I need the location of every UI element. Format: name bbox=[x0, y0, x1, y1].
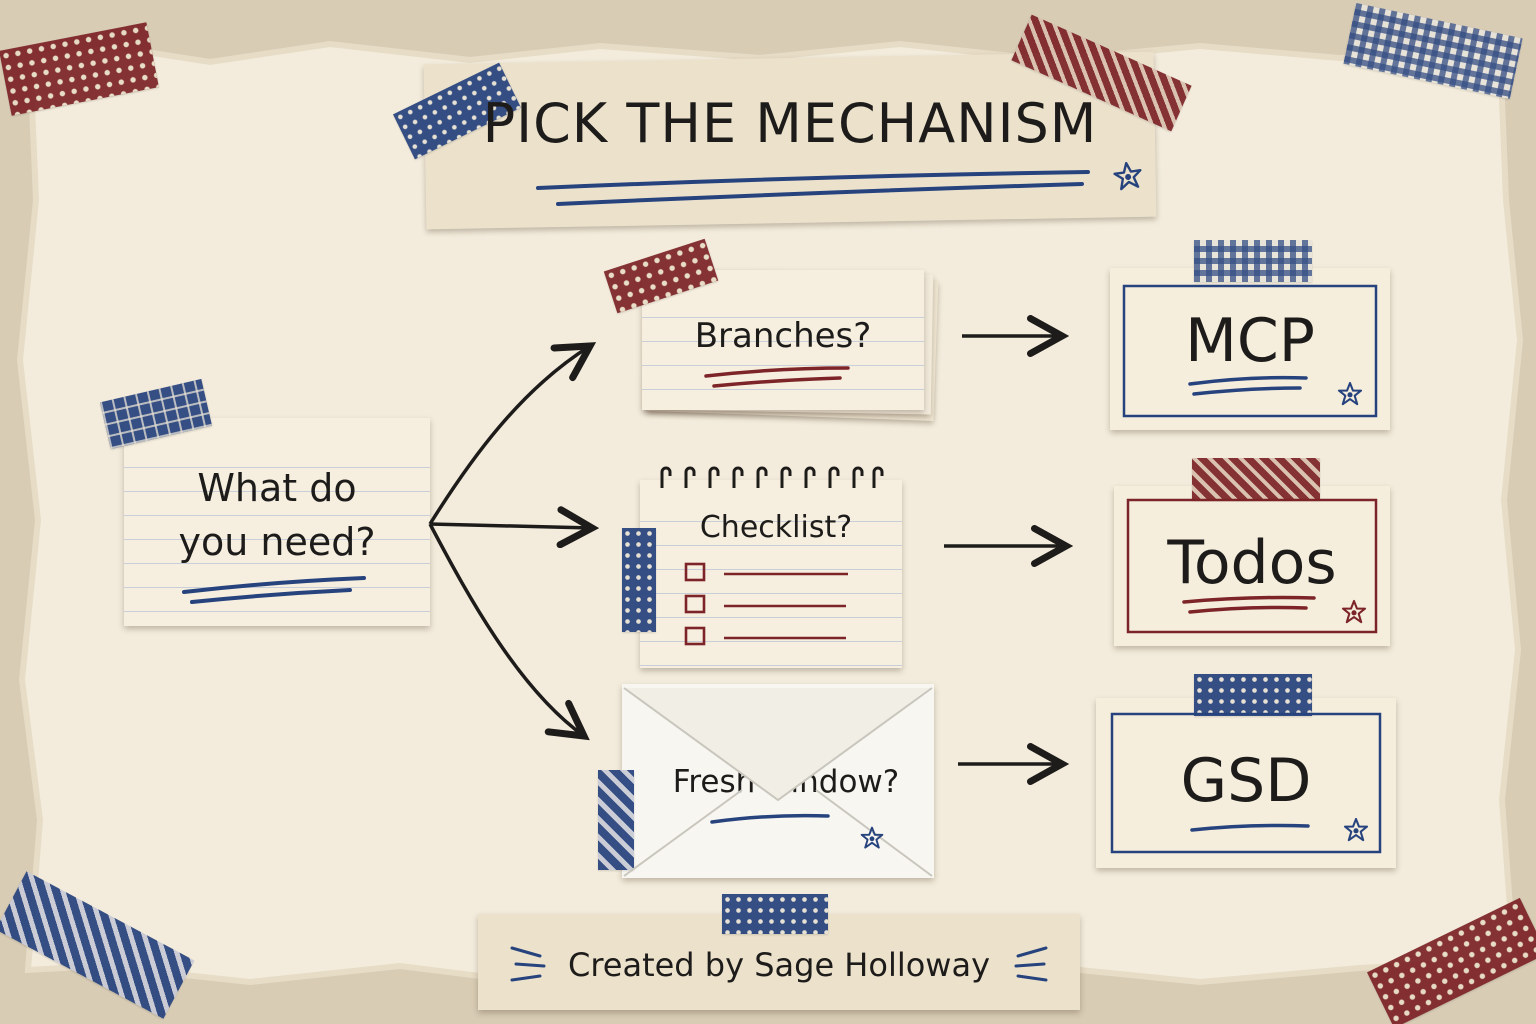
mcp-frame bbox=[1122, 284, 1378, 418]
option-label-checklist: Checklist? bbox=[699, 510, 853, 545]
checkbox-icon bbox=[684, 626, 706, 646]
mcp-tape bbox=[1194, 240, 1312, 282]
arrow-icon bbox=[428, 346, 590, 525]
question-line-2: you need? bbox=[178, 520, 376, 564]
result-label-mcp: MCP bbox=[1185, 306, 1315, 376]
star-icon bbox=[1341, 599, 1367, 624]
notepad-spiral bbox=[660, 466, 884, 488]
question-underline bbox=[182, 576, 366, 604]
arrow-icon bbox=[429, 524, 592, 528]
credit-flourishes bbox=[510, 946, 1048, 982]
star-icon bbox=[1112, 160, 1144, 191]
credit-tape bbox=[722, 894, 828, 934]
option-card-branches bbox=[642, 270, 924, 410]
gsd-tape bbox=[1194, 674, 1312, 716]
credit-text: Created by Sage Holloway bbox=[567, 946, 991, 984]
result-card-gsd bbox=[1096, 698, 1396, 868]
checkbox-icon bbox=[684, 562, 706, 582]
question-line-1: What do bbox=[197, 466, 357, 510]
gsd-underline bbox=[1190, 823, 1310, 832]
envelope-icon bbox=[623, 687, 933, 877]
question-card bbox=[124, 418, 430, 626]
option-label-branches: Branches? bbox=[694, 316, 872, 356]
branches-underline bbox=[704, 366, 850, 388]
checklist-tape bbox=[622, 528, 656, 632]
page-title: PICK THE MECHANISM bbox=[482, 92, 1098, 155]
todos-underline bbox=[1182, 595, 1316, 614]
checkbox-icon bbox=[684, 594, 706, 614]
result-label-gsd: GSD bbox=[1180, 746, 1312, 816]
gsd-frame bbox=[1110, 712, 1382, 854]
star-icon bbox=[1337, 381, 1363, 406]
arrow-icon bbox=[428, 523, 584, 736]
envelope-tape bbox=[598, 770, 634, 870]
mcp-underline bbox=[1188, 375, 1308, 396]
fresh-window-underline bbox=[710, 813, 830, 824]
todos-frame bbox=[1126, 498, 1378, 634]
title-underline bbox=[536, 170, 1090, 206]
todos-tape bbox=[1192, 458, 1320, 500]
star-icon bbox=[1343, 817, 1369, 842]
result-card-todos bbox=[1114, 486, 1390, 646]
checklist bbox=[684, 562, 848, 646]
result-label-todos: Todos bbox=[1167, 528, 1337, 598]
